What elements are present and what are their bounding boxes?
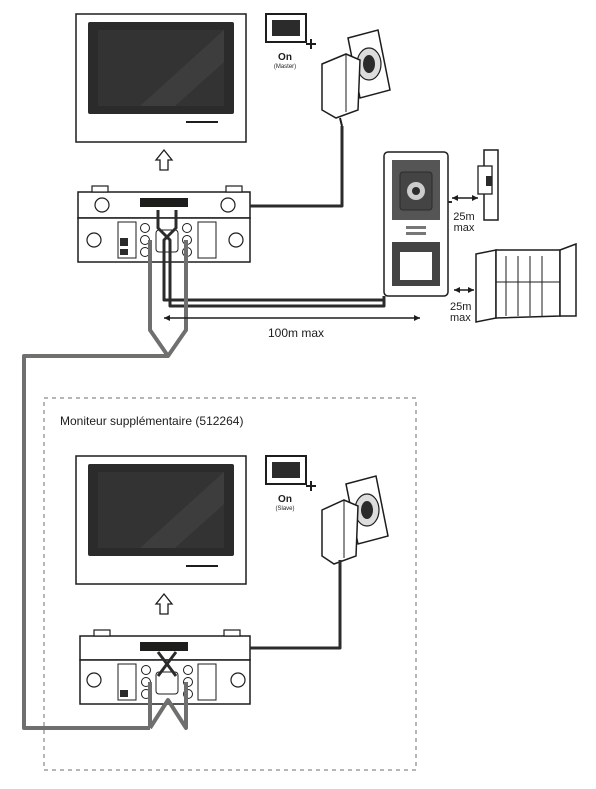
wires-top — [22, 126, 452, 730]
slave-monitor — [75, 455, 247, 585]
lock-distance-line: max — [454, 222, 475, 234]
master-wall-socket — [347, 29, 391, 99]
electric-strike — [477, 149, 499, 221]
slave-power-label: On — [278, 494, 292, 505]
door-station — [383, 151, 449, 297]
gate-distance-line: max — [450, 312, 471, 324]
master-power-label: On — [278, 52, 292, 63]
additional-monitor-title: Moniteur supplémentaire (512264) — [60, 414, 243, 428]
slave-power-icon — [265, 455, 316, 491]
slave-power-adapter — [321, 499, 359, 565]
slave-mount-arrow-icon — [154, 592, 174, 615]
cable-distance-arrow — [164, 315, 420, 321]
slave-role-label: (Slave) — [275, 506, 294, 512]
gate-distance-arrow — [454, 287, 474, 293]
lock-distance-line: 25m — [453, 211, 474, 223]
cable-distance-label: 100m max — [268, 326, 324, 340]
mount-arrow-icon — [154, 148, 174, 171]
gate — [475, 242, 577, 323]
master-power-adapter — [321, 53, 361, 127]
master-monitor — [75, 13, 247, 143]
wires-bottom — [148, 560, 342, 730]
master-power-icon — [265, 13, 316, 49]
additional-monitor-box — [43, 397, 417, 771]
slave-wall-bracket — [79, 629, 251, 705]
master-wall-bracket — [77, 185, 251, 263]
lock-distance-arrow — [452, 195, 478, 201]
master-role-label: (Master) — [274, 64, 296, 70]
gate-distance-line: 25m — [450, 301, 471, 313]
